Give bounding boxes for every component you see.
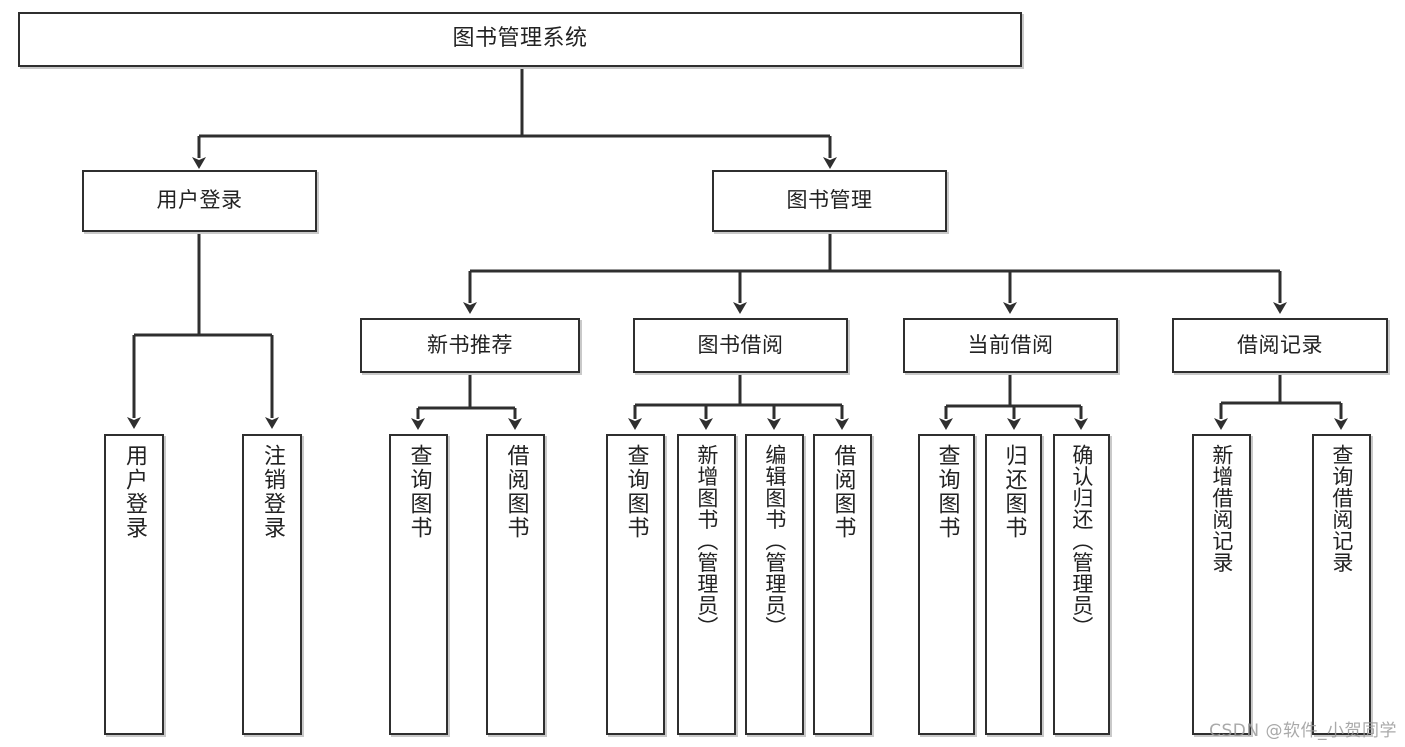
leaf-label: 查询图书 (934, 444, 960, 540)
leaf-user-login-login[interactable]: 用户登录 (104, 434, 164, 735)
leaf-borrow-borrow-book[interactable]: 借阅图书 (813, 434, 872, 735)
leaf-user-login-logout[interactable]: 注销登录 (242, 434, 302, 735)
leaf-label: 新增图书（管理员） (694, 444, 719, 638)
leaf-label: 查询图书 (623, 444, 649, 540)
leaf-label: 借阅图书 (503, 444, 529, 540)
node-current-borrow[interactable]: 当前借阅 (903, 318, 1118, 373)
leaf-label: 查询借阅记录 (1329, 444, 1354, 573)
leaf-label: 用户登录 (121, 444, 147, 540)
node-new-book-recommend[interactable]: 新书推荐 (360, 318, 580, 373)
node-root-system[interactable]: 图书管理系统 (18, 12, 1022, 67)
leaf-recommend-query-book[interactable]: 查询图书 (389, 434, 448, 735)
leaf-current-confirm-return[interactable]: 确认归还（管理员） (1053, 434, 1110, 735)
leaf-borrow-edit-book[interactable]: 编辑图书（管理员） (745, 434, 804, 735)
node-borrow-record[interactable]: 借阅记录 (1172, 318, 1388, 373)
leaf-recommend-borrow-book[interactable]: 借阅图书 (486, 434, 545, 735)
node-user-login[interactable]: 用户登录 (82, 170, 317, 232)
node-book-borrow[interactable]: 图书借阅 (633, 318, 848, 373)
leaf-borrow-query-book[interactable]: 查询图书 (606, 434, 665, 735)
leaf-label: 借阅图书 (830, 444, 856, 540)
leaf-current-query-book[interactable]: 查询图书 (918, 434, 975, 735)
node-book-management[interactable]: 图书管理 (712, 170, 947, 232)
leaf-borrow-add-book[interactable]: 新增图书（管理员） (677, 434, 736, 735)
leaf-record-query-record[interactable]: 查询借阅记录 (1312, 434, 1371, 735)
leaf-current-return-book[interactable]: 归还图书 (985, 434, 1042, 735)
watermark: CSDN @软件_小贺同学 (1209, 721, 1397, 741)
leaf-label: 新增借阅记录 (1209, 444, 1234, 573)
leaf-label: 编辑图书（管理员） (762, 444, 787, 638)
leaf-label: 确认归还（管理员） (1069, 444, 1094, 638)
leaf-label: 查询图书 (406, 444, 432, 540)
leaf-label: 归还图书 (1001, 444, 1027, 540)
leaf-record-add-record[interactable]: 新增借阅记录 (1192, 434, 1251, 735)
leaf-label: 注销登录 (259, 444, 285, 540)
